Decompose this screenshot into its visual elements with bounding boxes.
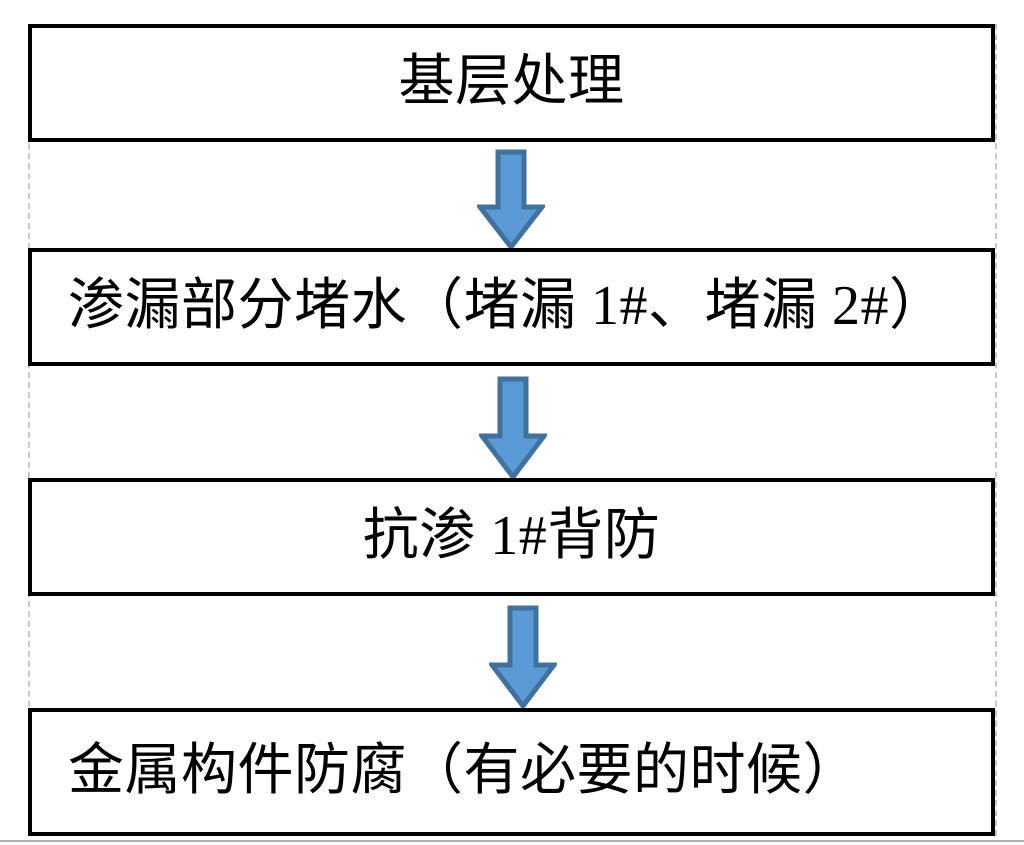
arrow-down-icon-1 bbox=[477, 149, 545, 250]
flowchart-node-2[interactable]: 渗漏部分堵水（堵漏 1#、堵漏 2#） bbox=[28, 248, 995, 366]
flowchart-node-1[interactable]: 基层处理 bbox=[28, 24, 995, 142]
table-gridline-left bbox=[28, 24, 30, 836]
flowchart-node-2-label: 渗漏部分堵水（堵漏 1#、堵漏 2#） bbox=[68, 275, 946, 338]
flowchart-node-4-label: 金属构件防腐（有必要的时候） bbox=[68, 740, 859, 803]
arrow-down-icon-2 bbox=[479, 376, 547, 480]
flowchart-node-1-label: 基层处理 bbox=[398, 51, 625, 114]
flowchart-node-3-label: 抗渗 1#背防 bbox=[362, 505, 661, 568]
table-gridline-right bbox=[995, 24, 997, 836]
flowchart-node-3[interactable]: 抗渗 1#背防 bbox=[28, 478, 995, 596]
arrow-down-icon-3 bbox=[489, 605, 557, 709]
flowchart-node-4[interactable]: 金属构件防腐（有必要的时候） bbox=[28, 708, 995, 836]
table-gridline-bottom bbox=[0, 840, 1024, 842]
